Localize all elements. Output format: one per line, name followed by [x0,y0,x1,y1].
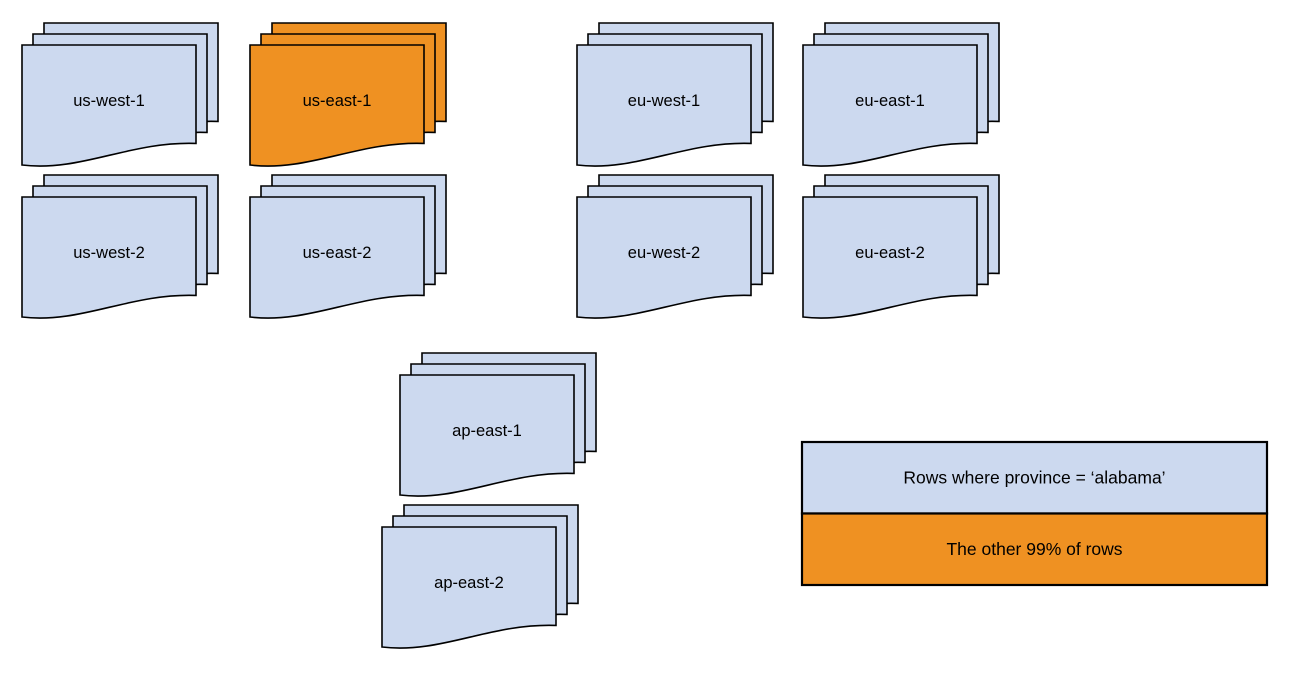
region-stack-us-west-1[interactable]: us-west-1 [21,22,219,167]
region-stack-us-east-1[interactable]: us-east-1 [249,22,447,167]
region-stack-eu-east-2[interactable]: eu-east-2 [802,174,1000,319]
region-stack-eu-west-1[interactable]: eu-west-1 [576,22,774,167]
region-stack-label-ap-east-1: ap-east-1 [452,422,522,440]
region-stack-label-ap-east-2: ap-east-2 [434,574,504,592]
document-sheet-front-ap-east-1 [399,374,575,497]
legend-label-other-rows: The other 99% of rows [946,539,1122,559]
region-stacks-group: us-west-1 us-east-1 eu-west-1 eu-east-1 us-w… [21,22,1000,649]
region-stack-ap-east-1[interactable]: ap-east-1 [399,352,597,497]
region-stack-ap-east-2[interactable]: ap-east-2 [381,504,579,649]
document-sheet-front-us-west-1 [21,44,197,167]
document-sheet-front-eu-east-2 [802,196,978,319]
region-stack-label-us-east-2: us-east-2 [303,244,372,262]
region-stack-label-eu-west-1: eu-west-1 [628,92,700,110]
document-sheet-front-eu-east-1 [802,44,978,167]
region-stack-label-eu-east-2: eu-east-2 [855,244,925,262]
region-stack-us-west-2[interactable]: us-west-2 [21,174,219,319]
region-stack-label-us-west-1: us-west-1 [73,92,145,110]
region-stack-label-us-east-1: us-east-1 [303,92,372,110]
document-sheet-front-us-east-2 [249,196,425,319]
document-sheet-front-us-east-1 [249,44,425,167]
document-sheet-front-us-west-2 [21,196,197,319]
document-sheet-front-eu-west-2 [576,196,752,319]
legend-group: Rows where province = ‘alabama’ The other… [800,440,1269,587]
document-sheet-front-eu-west-1 [576,44,752,167]
legend-label-row-subset: Rows where province = ‘alabama’ [903,467,1165,487]
region-stack-us-east-2[interactable]: us-east-2 [249,174,447,319]
legend-swatch-row-subset [800,440,1269,515]
region-stack-eu-east-1[interactable]: eu-east-1 [802,22,1000,167]
document-sheet-front-ap-east-2 [381,526,557,649]
region-stack-label-eu-east-1: eu-east-1 [855,92,925,110]
region-stack-label-eu-west-2: eu-west-2 [628,244,700,262]
region-stack-eu-west-2[interactable]: eu-west-2 [576,174,774,319]
legend-swatch-other-rows [800,512,1269,587]
region-stack-label-us-west-2: us-west-2 [73,244,145,262]
